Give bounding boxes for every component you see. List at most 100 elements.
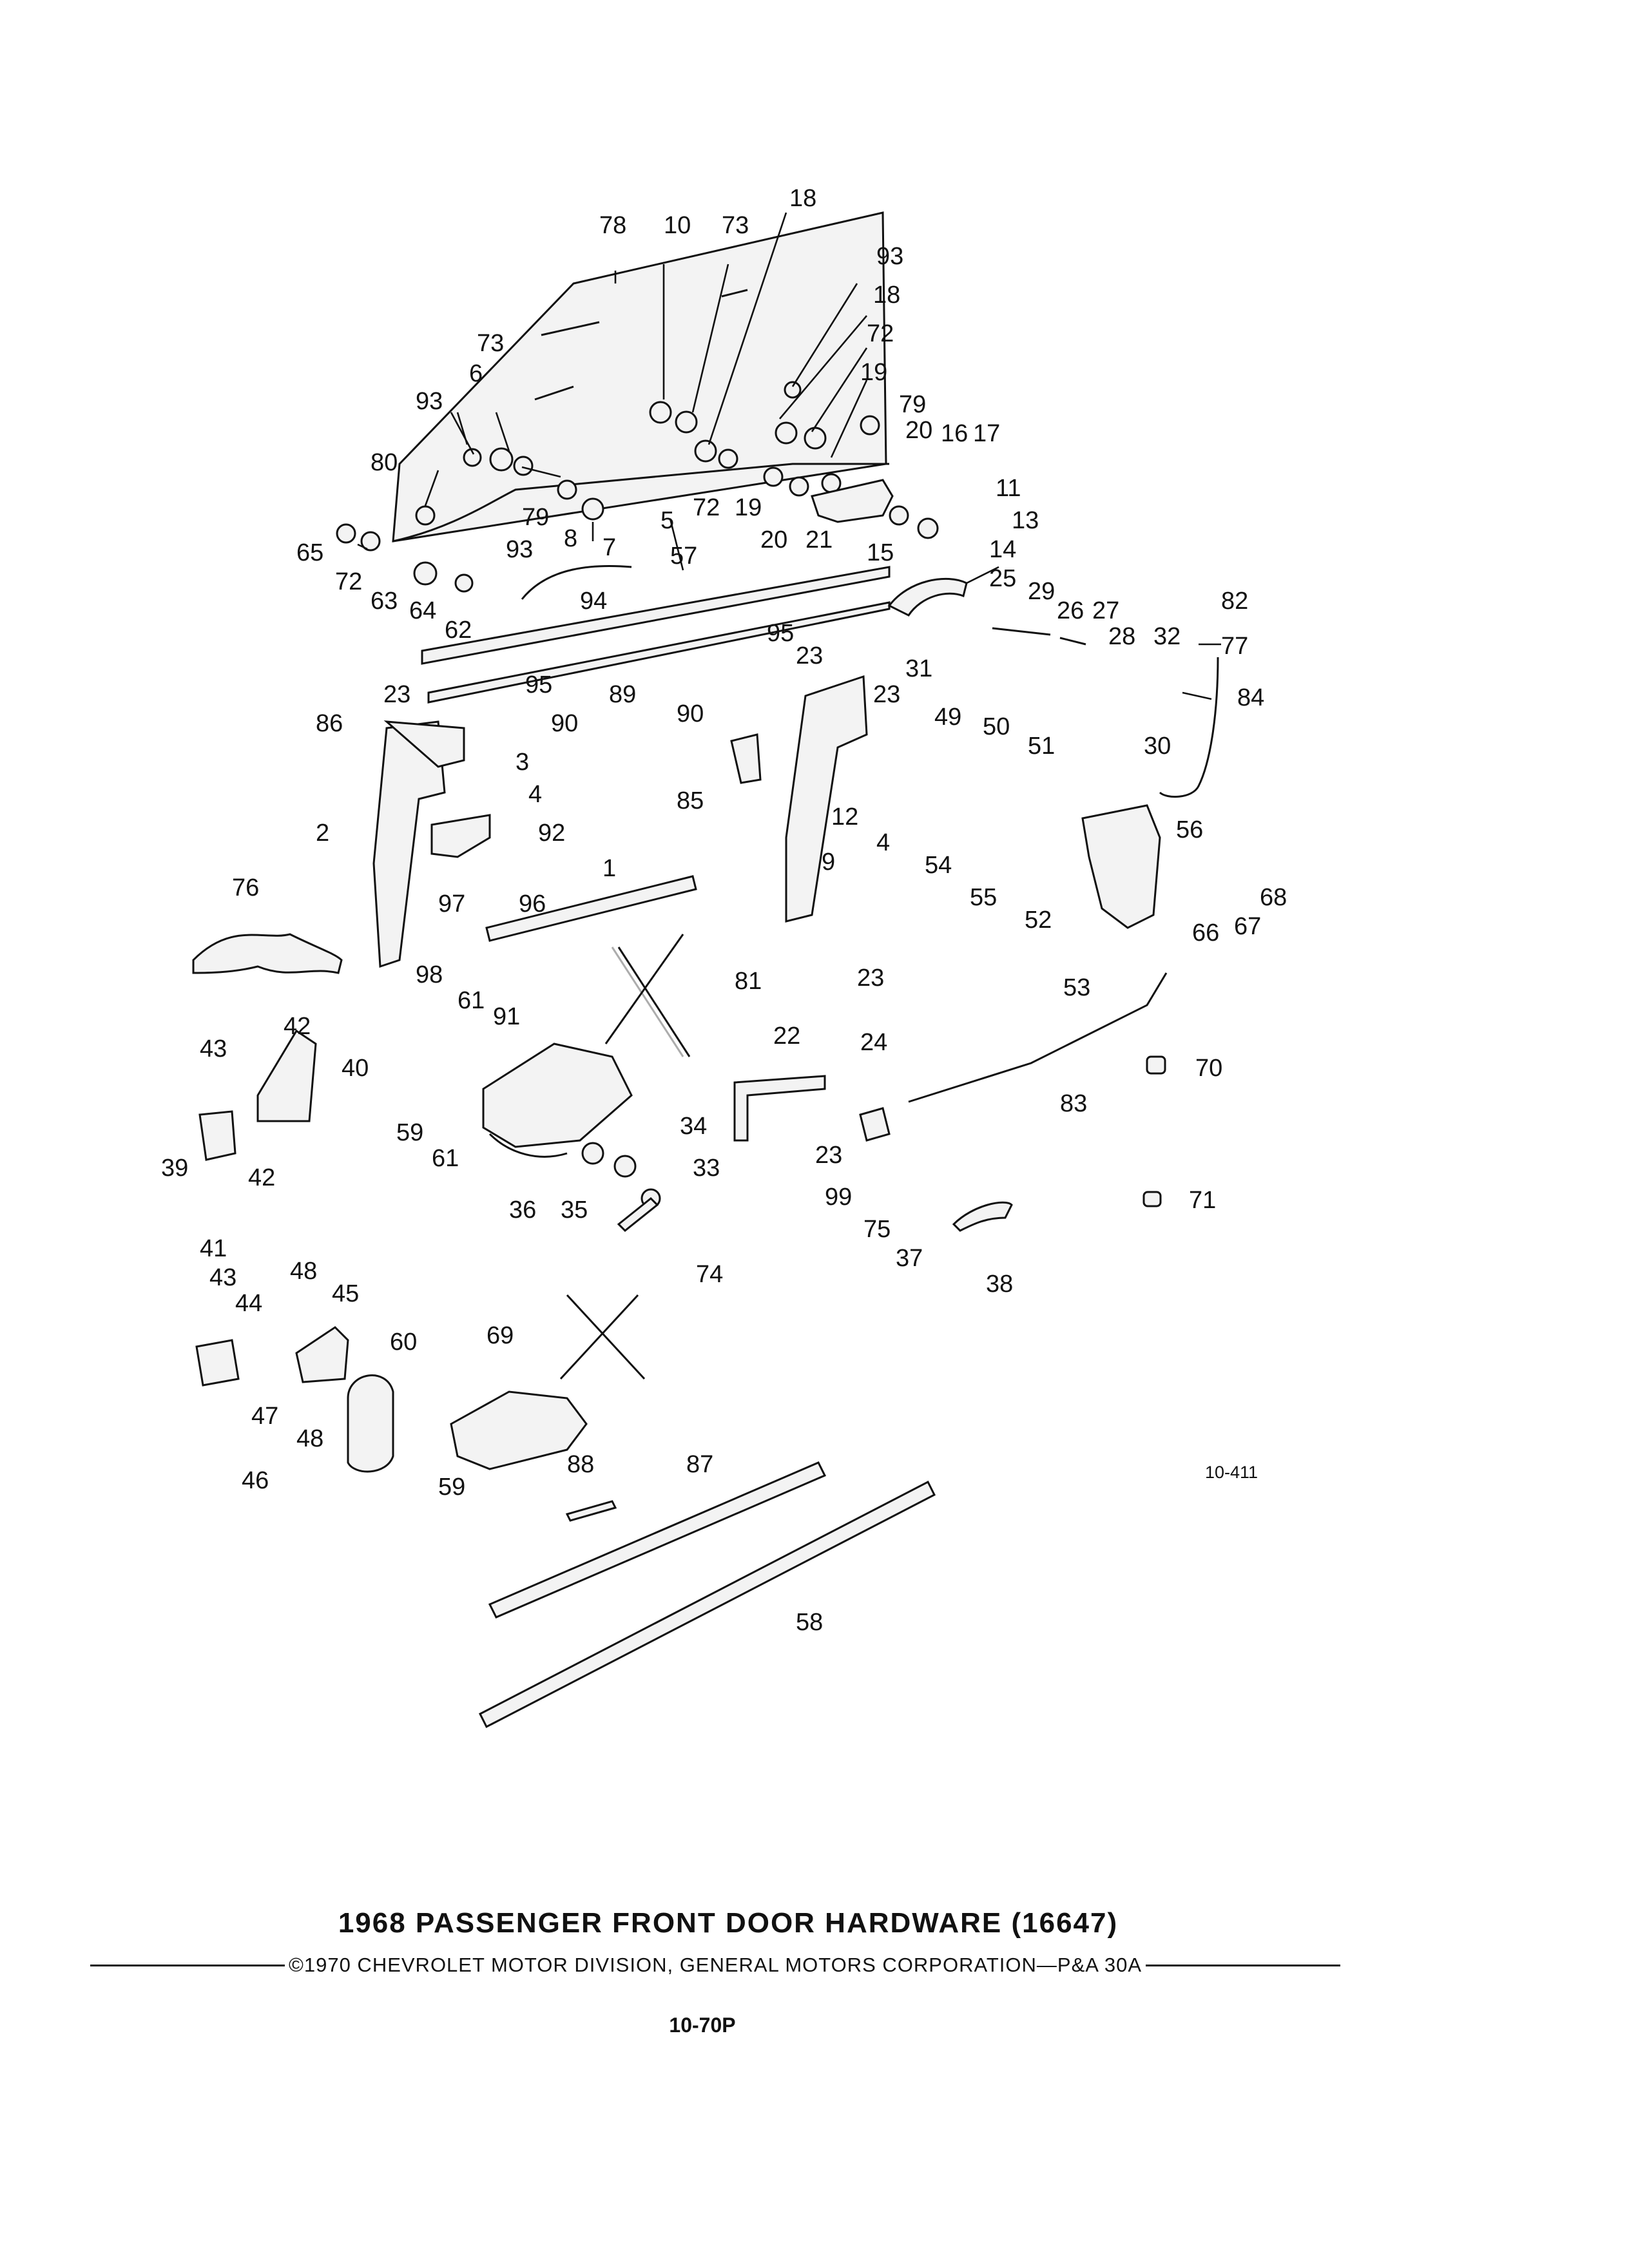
belt-weatherstrip-inner bbox=[421, 566, 891, 665]
copyright-text: ©1970 CHEVROLET MOTOR DIVISION, GENERAL … bbox=[289, 1954, 1142, 1976]
lock-actuator bbox=[859, 1107, 891, 1142]
remote-control-rod bbox=[908, 972, 1168, 1103]
callout-42b: 42 bbox=[248, 1164, 275, 1191]
callout-99: 99 bbox=[825, 1184, 852, 1211]
callout-45: 45 bbox=[332, 1280, 359, 1307]
callout-24: 24 bbox=[860, 1029, 887, 1056]
callout-90b: 90 bbox=[677, 700, 704, 727]
bracket-88 bbox=[565, 1500, 617, 1522]
callout-44: 44 bbox=[235, 1290, 262, 1317]
callout-23d: 23 bbox=[857, 965, 884, 992]
callout-72c: 72 bbox=[867, 320, 894, 347]
callout-17: 17 bbox=[973, 420, 1000, 447]
remote-handle bbox=[952, 1201, 1013, 1232]
callout-18: 18 bbox=[789, 185, 816, 212]
callout-94: 94 bbox=[580, 588, 607, 615]
callout-35: 35 bbox=[561, 1196, 588, 1224]
hinge-45 bbox=[295, 1326, 349, 1383]
callout-50: 50 bbox=[983, 713, 1010, 740]
callout-57: 57 bbox=[670, 543, 697, 570]
callout-51: 51 bbox=[1028, 733, 1055, 760]
page-code: 10-70P bbox=[669, 2013, 736, 2037]
callout-8: 8 bbox=[564, 525, 577, 552]
callout-48: 48 bbox=[290, 1258, 317, 1285]
glass-lower-channel bbox=[392, 463, 889, 543]
callout-80: 80 bbox=[371, 449, 398, 476]
callout-78: 78 bbox=[599, 212, 626, 239]
callout-4b: 4 bbox=[876, 829, 890, 856]
callout-93c: 93 bbox=[876, 243, 903, 270]
callout-68: 68 bbox=[1260, 884, 1287, 911]
callout-96: 96 bbox=[519, 890, 546, 918]
callout-88: 88 bbox=[567, 1451, 594, 1478]
callout-77: 77 bbox=[1221, 633, 1248, 660]
callout-30: 30 bbox=[1144, 733, 1171, 760]
callout-81: 81 bbox=[735, 968, 762, 995]
callout-26: 26 bbox=[1057, 597, 1084, 624]
callout-97: 97 bbox=[438, 890, 465, 918]
callout-19b: 19 bbox=[735, 494, 762, 521]
callout-98: 98 bbox=[416, 961, 443, 988]
callout-73b: 73 bbox=[722, 212, 749, 239]
leader-lines bbox=[357, 212, 1221, 700]
callout-20b: 20 bbox=[760, 526, 787, 553]
callout-95b: 95 bbox=[525, 671, 552, 698]
callout-61: 61 bbox=[458, 987, 485, 1014]
callout-12: 12 bbox=[831, 803, 858, 831]
callout-95: 95 bbox=[767, 620, 794, 647]
callout-59b: 59 bbox=[438, 1474, 465, 1501]
callout-90: 90 bbox=[551, 710, 578, 737]
callout-70: 70 bbox=[1195, 1055, 1222, 1082]
callout-1: 1 bbox=[602, 855, 616, 882]
callout-18b: 18 bbox=[873, 282, 900, 309]
door-sill-outer bbox=[478, 1480, 936, 1729]
callout-79b: 79 bbox=[522, 504, 549, 531]
callout-55: 55 bbox=[970, 884, 997, 911]
left-rule bbox=[90, 1964, 285, 1966]
callout-46: 46 bbox=[242, 1467, 269, 1494]
callout-41: 41 bbox=[200, 1235, 227, 1262]
callout-16: 16 bbox=[941, 420, 968, 447]
callout-49: 49 bbox=[934, 704, 961, 731]
glass-lower-sash-channel bbox=[485, 875, 697, 942]
door-lock-assembly bbox=[1081, 804, 1161, 929]
callout-11: 11 bbox=[996, 475, 1021, 502]
callout-39: 39 bbox=[161, 1155, 188, 1182]
callout-15: 15 bbox=[867, 539, 894, 566]
inside-handle bbox=[887, 577, 968, 617]
callout-74: 74 bbox=[696, 1261, 723, 1288]
callout-33: 33 bbox=[693, 1155, 720, 1182]
lock-rod-84 bbox=[1159, 657, 1219, 798]
callout-23: 23 bbox=[383, 681, 410, 708]
callout-38: 38 bbox=[986, 1271, 1013, 1298]
callout-10: 10 bbox=[664, 212, 691, 239]
callout-40: 40 bbox=[342, 1055, 369, 1082]
callout-63: 63 bbox=[371, 588, 398, 615]
callout-85: 85 bbox=[677, 787, 704, 814]
callout-73: 73 bbox=[477, 330, 504, 357]
callout-93: 93 bbox=[416, 388, 443, 415]
callout-62: 62 bbox=[445, 617, 472, 644]
callout-4: 4 bbox=[528, 781, 542, 808]
window-regulator-manual bbox=[482, 934, 691, 1158]
window-regulator-power bbox=[450, 1294, 646, 1470]
page-title: 1968 PASSENGER FRONT DOOR HARDWARE (1664… bbox=[338, 1907, 1119, 1939]
callout-34: 34 bbox=[680, 1113, 707, 1140]
callout-5: 5 bbox=[660, 507, 674, 534]
callout-79: 79 bbox=[899, 391, 926, 418]
callout-65: 65 bbox=[296, 539, 323, 566]
hinge-39 bbox=[198, 1110, 236, 1161]
callout-86: 86 bbox=[316, 710, 343, 737]
door-glass bbox=[392, 211, 887, 543]
callout-56: 56 bbox=[1176, 816, 1203, 843]
callout-58: 58 bbox=[796, 1609, 823, 1636]
door-sill-inner bbox=[488, 1461, 827, 1619]
callout-36: 36 bbox=[509, 1196, 536, 1224]
callout-28: 28 bbox=[1108, 623, 1135, 650]
callout-82: 82 bbox=[1221, 588, 1248, 615]
callout-91: 91 bbox=[493, 1003, 520, 1030]
callout-14: 14 bbox=[989, 536, 1016, 563]
callout-71: 71 bbox=[1189, 1187, 1216, 1214]
callout-72: 72 bbox=[335, 568, 362, 595]
